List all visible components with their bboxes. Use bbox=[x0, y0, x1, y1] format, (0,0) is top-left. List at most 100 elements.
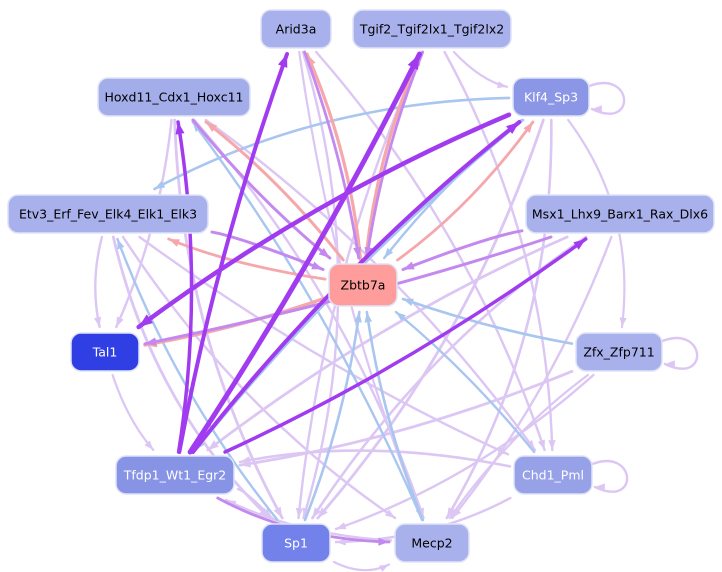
arrowhead bbox=[665, 360, 675, 368]
edge-chd1-zbtb7a bbox=[394, 310, 536, 454]
arrowhead bbox=[354, 312, 362, 323]
edge-msx1-zbtb7a bbox=[401, 229, 524, 272]
edge-zfx-tfdp1 bbox=[238, 369, 574, 467]
arrowhead bbox=[336, 522, 347, 530]
arrowhead bbox=[117, 239, 125, 250]
arrowhead bbox=[295, 507, 304, 518]
edge-tal1-tfdp1 bbox=[111, 373, 155, 452]
edge-tfdp1-arid3a bbox=[177, 52, 290, 454]
arrowhead bbox=[312, 507, 322, 518]
arrowhead bbox=[93, 316, 102, 327]
edge-zbtb7a-etv3 bbox=[167, 237, 327, 281]
node-label: Etv3_Erf_Fev_Elk4_Elk1_Elk3 bbox=[19, 207, 197, 222]
node-zbtb7a[interactable]: Zbtb7a bbox=[328, 263, 398, 307]
edge-tfdp1-msx1 bbox=[223, 237, 588, 454]
arrowhead bbox=[154, 180, 166, 189]
arrowhead bbox=[318, 247, 330, 258]
arrowhead bbox=[353, 246, 362, 258]
arrowhead bbox=[396, 312, 406, 322]
arrowhead bbox=[523, 122, 533, 133]
node-box bbox=[394, 523, 470, 563]
arrowhead bbox=[207, 440, 219, 450]
node-box bbox=[328, 263, 398, 307]
edge-klf4-mecp2 bbox=[445, 118, 553, 520]
edge-etv3-mecp2 bbox=[121, 235, 397, 520]
arrowhead bbox=[205, 122, 218, 133]
arrowhead bbox=[407, 54, 420, 70]
edge-zbtb7a-klf4 bbox=[396, 120, 535, 262]
arrowhead bbox=[317, 507, 328, 518]
node-mecp2[interactable]: Mecp2 bbox=[394, 523, 470, 563]
edge-hoxd11-zbtb7a bbox=[191, 118, 332, 260]
node-arid3a[interactable]: Arid3a bbox=[260, 9, 332, 49]
arrowhead bbox=[497, 81, 507, 89]
edge-tfdp1-hoxd11 bbox=[176, 120, 194, 454]
arrowhead bbox=[592, 105, 602, 113]
edge-tgif2-zbtb7a bbox=[365, 50, 425, 260]
node-label: Chd1_Pml bbox=[522, 468, 584, 483]
arrowhead bbox=[526, 439, 535, 450]
edge-etv3-tal1 bbox=[94, 235, 104, 329]
edge-zbtb7a-hoxd11 bbox=[204, 120, 345, 262]
edge-zbtb7a-arid3a bbox=[305, 52, 363, 262]
edge-etv3-chd1 bbox=[138, 235, 510, 456]
arrowhead bbox=[336, 538, 346, 546]
node-box bbox=[575, 332, 663, 372]
edge-chd1-chd1 bbox=[588, 459, 629, 493]
node-label: Klf4_Sp3 bbox=[524, 90, 578, 105]
edge-klf4-tal1 bbox=[136, 112, 512, 330]
node-tal1[interactable]: Tal1 bbox=[70, 332, 140, 372]
edge-etv3-sp1 bbox=[111, 235, 272, 520]
edge-mecp2-zbtb7a bbox=[365, 310, 425, 522]
node-label: Sp1 bbox=[284, 536, 308, 551]
node-label: Tal1 bbox=[92, 345, 118, 360]
arrowhead bbox=[262, 508, 272, 518]
edge-mecp2-hoxd11 bbox=[191, 120, 424, 522]
node-box bbox=[513, 455, 593, 495]
node-label: Arid3a bbox=[276, 22, 317, 37]
node-label: Zbtb7a bbox=[341, 278, 386, 293]
node-etv3[interactable]: Etv3_Erf_Fev_Elk4_Elk1_Elk3 bbox=[7, 194, 209, 234]
node-box bbox=[70, 332, 140, 372]
arrowhead bbox=[364, 312, 373, 323]
arrowhead bbox=[379, 564, 389, 572]
arrowhead bbox=[619, 317, 627, 327]
edge-chd1-tfdp1 bbox=[238, 449, 512, 468]
node-label: Msx1_Lhx9_Barx1_Rax_Dlx6 bbox=[532, 207, 708, 222]
arrowhead bbox=[403, 261, 415, 270]
node-box bbox=[7, 194, 209, 234]
edge-zbtb7a-tgif2 bbox=[364, 52, 423, 262]
arrowhead bbox=[548, 440, 556, 450]
edge-msx1-tfdp1 bbox=[206, 235, 569, 452]
edge-zfx-sp1 bbox=[334, 373, 595, 531]
arrowhead bbox=[378, 537, 389, 546]
node-msx1[interactable]: Msx1_Lhx9_Barx1_Rax_Dlx6 bbox=[525, 194, 715, 234]
node-label: Zfx_Zfp711 bbox=[583, 345, 654, 360]
node-klf4[interactable]: Klf4_Sp3 bbox=[512, 77, 590, 117]
node-label: Tfdp1_Wt1_Egr2 bbox=[123, 468, 227, 483]
arrowhead bbox=[384, 509, 396, 518]
node-sp1[interactable]: Sp1 bbox=[261, 523, 331, 563]
edge-zfx-zbtb7a bbox=[401, 297, 574, 345]
edge-zfx-zfx bbox=[658, 336, 699, 370]
edge-arid3a-zbtb7a bbox=[303, 50, 361, 260]
arrowhead bbox=[403, 298, 414, 306]
edge-tfdp1-tgif2 bbox=[187, 51, 423, 455]
node-zfx[interactable]: Zfx_Zfp711 bbox=[575, 332, 663, 372]
arrowhead bbox=[537, 439, 545, 450]
arrowhead bbox=[449, 508, 459, 518]
edge-tgif2-chd1 bbox=[443, 50, 554, 452]
node-tfdp1[interactable]: Tfdp1_Wt1_Egr2 bbox=[115, 455, 235, 495]
node-box bbox=[512, 77, 590, 117]
arrowhead bbox=[144, 440, 154, 450]
node-chd1[interactable]: Chd1_Pml bbox=[513, 455, 593, 495]
arrowhead bbox=[384, 248, 394, 258]
node-tgif2[interactable]: Tgif2_Tgif2lx1_Tgif2lx2 bbox=[352, 9, 512, 49]
arrowhead bbox=[168, 239, 180, 247]
node-box bbox=[352, 9, 512, 49]
node-hoxd11[interactable]: Hoxd11_Cdx1_Hoxc11 bbox=[97, 77, 251, 117]
arrowhead bbox=[116, 316, 124, 327]
node-box bbox=[115, 455, 235, 495]
